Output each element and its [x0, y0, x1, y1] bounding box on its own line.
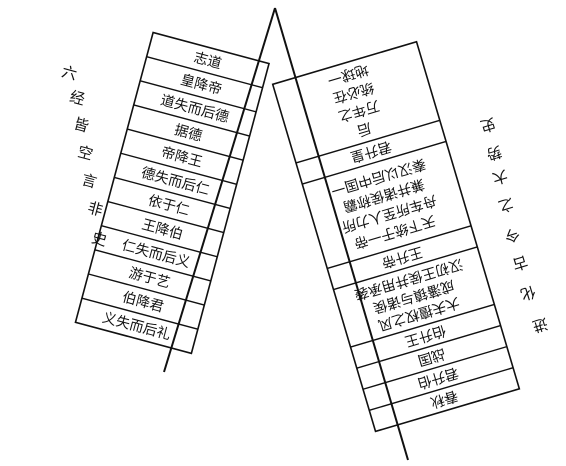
right-side-char: 大 [490, 166, 510, 188]
left-row-divider [114, 176, 231, 210]
right-row-label: 春秋 [428, 387, 459, 410]
right-row-divider [295, 119, 441, 164]
right-side-char: 势 [484, 142, 504, 164]
right-row-label: 后 [355, 119, 373, 138]
left-side-char: 经 [68, 88, 87, 109]
left-side-char: 非 [86, 199, 105, 220]
right-side-char: 古 [510, 252, 530, 274]
right-row-divider [302, 140, 447, 185]
right-row-divider [327, 225, 472, 270]
right-row-label: 王升帝 [380, 243, 425, 270]
right-row-label: 战国 [416, 345, 447, 368]
right-row-cell: 战国 [416, 345, 447, 368]
left-row-divider [133, 104, 250, 137]
right-row-cell: 君升皇 [348, 138, 393, 165]
left-row-divider [127, 128, 244, 161]
left-side-char: 言 [80, 171, 99, 192]
left-row-divider [88, 273, 205, 306]
left-side-char: 皆 [72, 115, 91, 136]
right-side-char: 之 [496, 194, 516, 216]
right-row-divider [369, 367, 514, 412]
left-side-char: 六 [60, 63, 79, 84]
left-row-divider [101, 225, 218, 258]
right-side-char: 化 [518, 282, 538, 304]
wedge-right-line [274, 7, 409, 461]
right-column: 后万年之统必在地球一君升皇天下统于一帝舟车所至人力所兼并诸侯称霸秦汉以后中国一王… [271, 40, 521, 433]
left-side-char: 空 [76, 143, 95, 164]
right-row-cell: 春秋 [428, 387, 459, 410]
left-row-divider [120, 152, 237, 185]
wedge-left-line [163, 7, 276, 373]
right-row-divider [350, 303, 495, 348]
right-side-char: 进 [530, 314, 550, 336]
right-side-char: 史 [478, 114, 498, 136]
right-row-cell: 伯升王 [403, 322, 448, 349]
left-column: 志道皇降帝道失而后德据德帝降王德失而后仁依于仁王降伯仁失而后义游于艺伯降君义失而… [74, 31, 271, 355]
right-column-frame [271, 40, 521, 433]
left-row-divider [81, 297, 199, 330]
right-row-divider [356, 324, 501, 369]
left-row-label: 据德 [173, 122, 204, 145]
right-row-label: 君升皇 [348, 138, 393, 165]
left-row-divider [107, 200, 224, 234]
right-row-label: 伯升王 [403, 322, 448, 349]
left-row-divider [94, 249, 211, 282]
left-row-divider [146, 55, 263, 89]
right-row-cell: 王升帝 [380, 243, 425, 270]
left-side-char: 史 [90, 229, 109, 250]
left-row-divider [139, 80, 257, 113]
left-row-label: 志道 [192, 50, 223, 73]
right-row-divider [362, 345, 508, 390]
right-side-char: 今 [502, 224, 522, 246]
right-row-divider [333, 246, 478, 291]
